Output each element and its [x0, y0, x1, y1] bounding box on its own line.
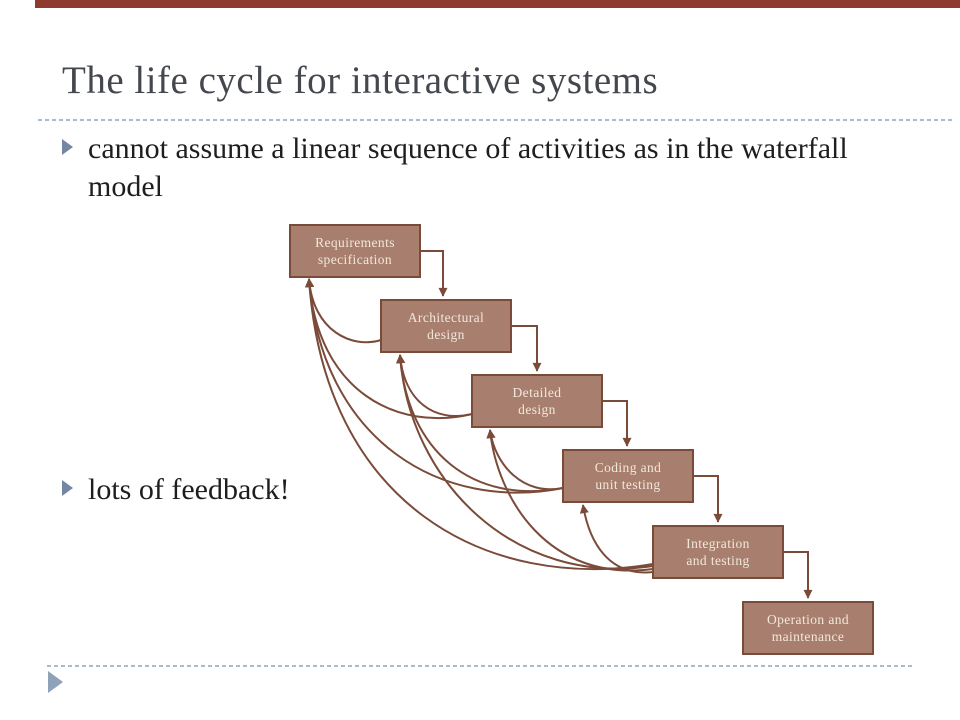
bullet-triangle-icon	[62, 480, 73, 496]
flow-box-label: Coding and	[595, 460, 662, 475]
flow-box-label: Architectural	[408, 310, 484, 325]
page-title: The life cycle for interactive systems	[62, 59, 659, 102]
flow-box-label: Operation and	[767, 612, 849, 627]
bullet-text-2: lots of feedback!	[88, 473, 290, 506]
connector-architectural-detailed	[511, 325, 542, 372]
flow-box-detailed: Detailed design	[471, 374, 603, 428]
flow-box-operation: Operation and maintenance	[742, 601, 874, 655]
flow-box-requirements: Requirements specification	[289, 224, 421, 278]
flow-box-integration: Integration and testing	[652, 525, 784, 579]
flow-box-coding: Coding and unit testing	[562, 449, 694, 503]
feedback-coding-detailed	[486, 429, 564, 491]
feedback-detailed-requirements	[305, 278, 473, 420]
feedback-coding-requirements	[305, 278, 564, 494]
footer-separator	[47, 665, 913, 667]
feedback-arrows	[305, 278, 654, 574]
connector-coding-integration	[693, 475, 723, 523]
forward-connectors	[420, 250, 813, 599]
feedback-integration-requirements	[305, 278, 654, 571]
connector-requirements-architectural	[420, 250, 448, 297]
bullet-triangle-icon	[62, 139, 73, 155]
bullet-item-1: cannot assume a linear sequence of activ…	[62, 130, 848, 206]
flow-box-architectural: Architectural design	[380, 299, 512, 353]
flow-box-label: Requirements	[315, 235, 395, 250]
flow-boxes: Requirements specification Architectural…	[289, 224, 874, 655]
flow-box-label: and testing	[686, 553, 749, 568]
title-separator	[38, 119, 954, 121]
feedback-integration-coding	[579, 504, 654, 574]
flow-box-label: design	[427, 327, 465, 342]
flow-box-label: maintenance	[772, 629, 845, 644]
bullet-text-1: cannot assume a linear sequence of activ…	[88, 132, 848, 203]
connector-detailed-coding	[602, 400, 632, 447]
top-accent-bar	[35, 0, 960, 8]
bullet-item-2: lots of feedback!	[62, 471, 848, 509]
flow-box-label: specification	[318, 252, 392, 267]
corner-triangle-icon	[48, 671, 63, 693]
flow-box-label: design	[518, 402, 556, 417]
flow-box-label: unit testing	[595, 477, 660, 492]
feedback-integration-detailed	[486, 429, 654, 572]
feedback-architectural-requirements	[305, 278, 382, 344]
flow-box-label: Integration	[686, 536, 750, 551]
flow-box-label: Detailed	[513, 385, 562, 400]
connector-integration-operation	[783, 551, 813, 599]
